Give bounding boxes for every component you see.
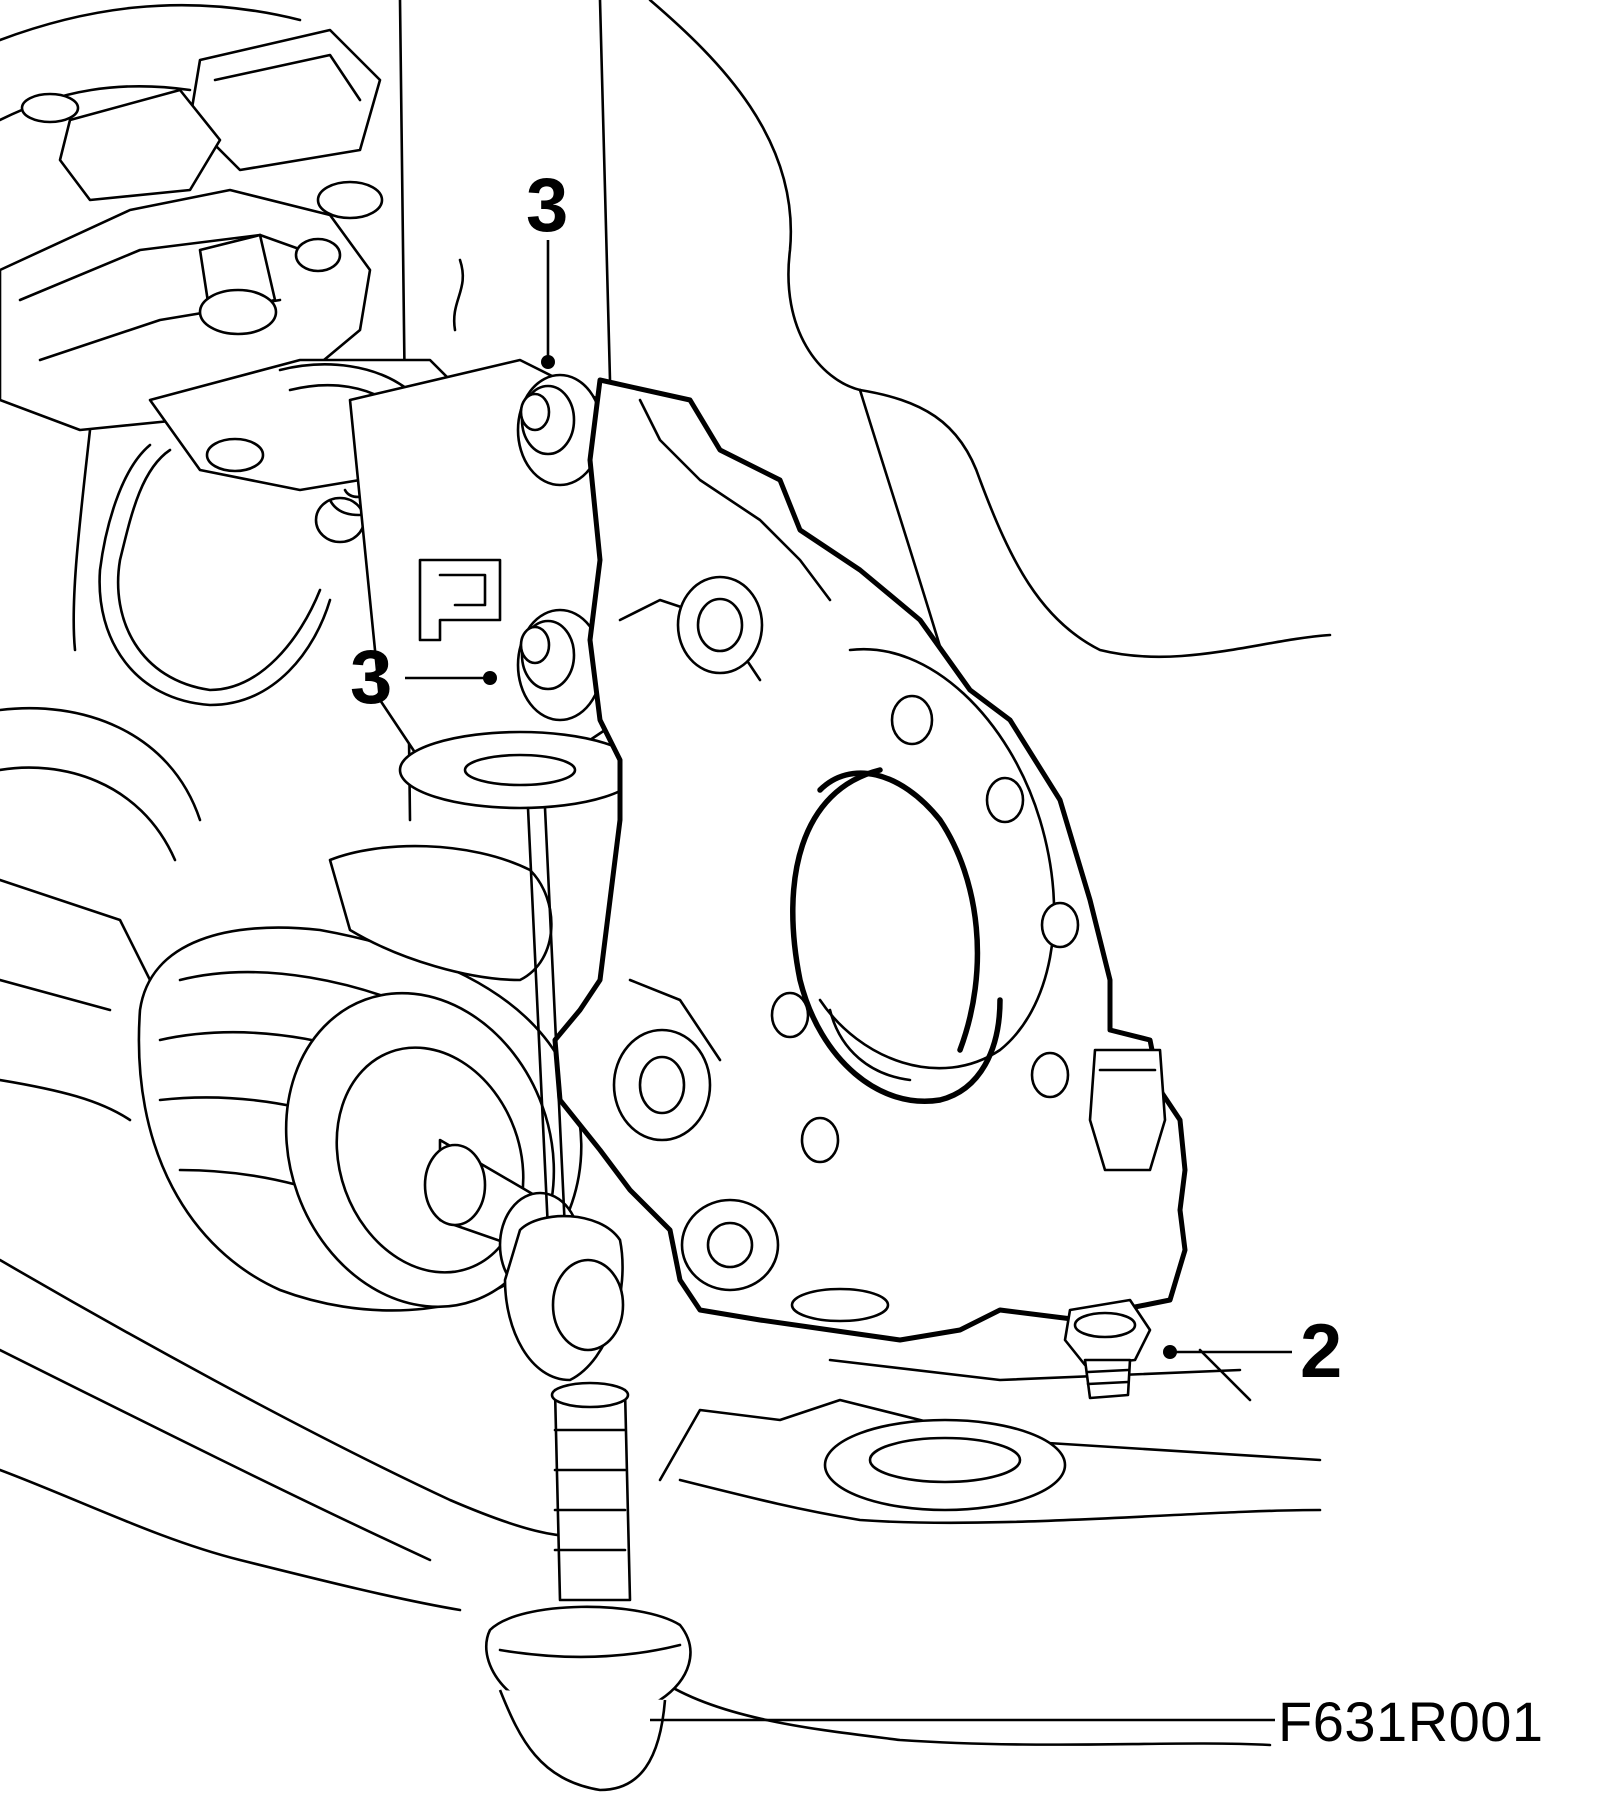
tie-rod-ball-joint (485, 1381, 692, 1792)
upper-strut-bolts (516, 373, 604, 722)
callout-leaders (405, 240, 1292, 1722)
steering-knuckle (552, 377, 1188, 1343)
hub-flange (770, 647, 1080, 1164)
callout-label-top-bolt: 3 (526, 163, 569, 248)
callout-label-middle-bolt: 3 (350, 635, 393, 720)
stabiliser-link (398, 730, 642, 1382)
callout-label-ball-joint-nut: 2 (1300, 1309, 1343, 1394)
lower-control-arm (0, 1258, 1322, 1747)
ball-joint-nut (1063, 1048, 1167, 1400)
lower-bush (823, 1418, 1067, 1512)
figure-reference-code: F631R001 (1278, 1690, 1544, 1753)
